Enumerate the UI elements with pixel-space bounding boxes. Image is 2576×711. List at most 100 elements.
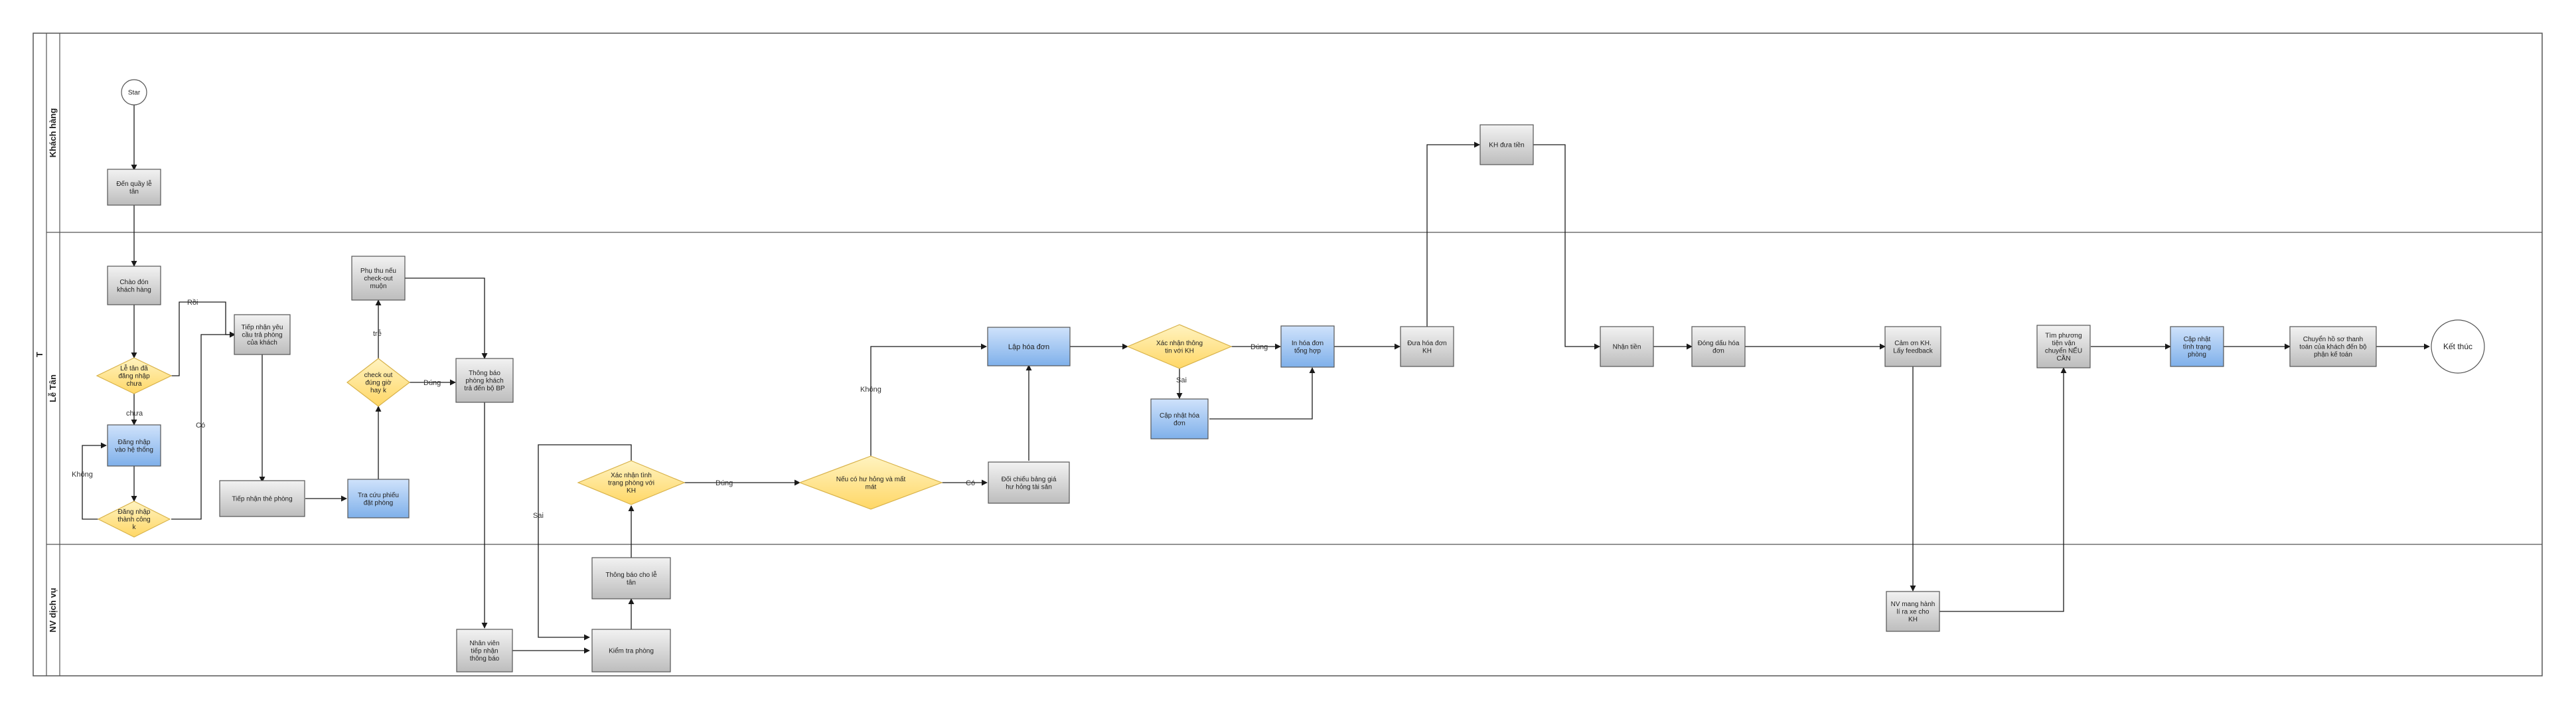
node-label: Cảm ơn KH.Lấy feedback [1893, 340, 1933, 355]
node-label: Nhận tiền [1613, 343, 1641, 351]
node-shape [988, 461, 1070, 504]
edge-carry-to-transport [1939, 367, 2067, 612]
node-end: Kết thúc [2431, 319, 2485, 374]
node-shape [107, 424, 161, 467]
edge-ok-to-login-retry [82, 442, 107, 520]
lane-label-reception: Lễ Tân [48, 374, 58, 402]
node-shape [1400, 326, 1454, 367]
node-shape [1479, 124, 1534, 165]
node-create-invoice: Lập hóa đơn [987, 327, 1071, 366]
node-shape [1691, 326, 1746, 367]
node-shape [97, 501, 171, 538]
node-shape [1280, 325, 1335, 368]
edge-label-dung-info: Đúng [1250, 343, 1268, 351]
node-shape [591, 629, 671, 672]
edge-label-khong-login: Không [72, 471, 93, 479]
node-shape [107, 266, 161, 305]
node-receive-money: Nhận tiền [1600, 326, 1654, 367]
edge-update-to-print [1209, 367, 1316, 420]
node-shape [1150, 398, 1209, 439]
node-shape [577, 460, 686, 505]
node-thank-feedback: Cảm ơn KH.Lấy feedback [1884, 326, 1941, 367]
edge-label-co-login: Có [196, 422, 205, 430]
node-start: Star [121, 79, 147, 106]
node-shape [347, 479, 410, 518]
node-shape [2431, 319, 2485, 374]
node-shape [456, 629, 513, 672]
node-shape [455, 358, 514, 403]
node-shape [96, 357, 173, 394]
edge-damage-to-invoice [870, 343, 987, 457]
node-shape [1884, 326, 1941, 367]
edge-label-dung-room: Đúng [716, 479, 733, 487]
node-shape [1126, 324, 1233, 369]
node-label: Lập hóa đơn [1008, 343, 1049, 351]
edge-late-to-notify [405, 277, 488, 359]
edge-hand-to-pay [1426, 141, 1480, 327]
node-shape [591, 557, 671, 599]
node-inspect-room: Kiểm tra phòng [591, 629, 671, 672]
node-shape [798, 455, 943, 510]
edge-label-sai-info: Sai [1176, 376, 1187, 384]
node-shape [2170, 326, 2224, 367]
edge-label-roi: Rồi [187, 299, 198, 307]
node-shape [107, 169, 161, 206]
lane-label-service: NV dịch vụ [48, 588, 58, 632]
node-shape [121, 79, 147, 106]
node-shape [219, 480, 305, 517]
node-shape [351, 256, 406, 301]
node-label: Kiểm tra phòng [609, 647, 654, 655]
pool-title: T [35, 352, 44, 357]
node-label: Tiếp nhận thẻ phòng [232, 495, 292, 503]
node-customer-pay: KH đưa tiền [1479, 124, 1534, 165]
node-shape [987, 327, 1071, 366]
edge-label-chua: chưa [126, 410, 143, 418]
edge-pay-to-receive [1533, 144, 1600, 350]
edge-ok-to-request [171, 331, 236, 520]
lane-label-customer: Khách hàng [48, 108, 58, 157]
